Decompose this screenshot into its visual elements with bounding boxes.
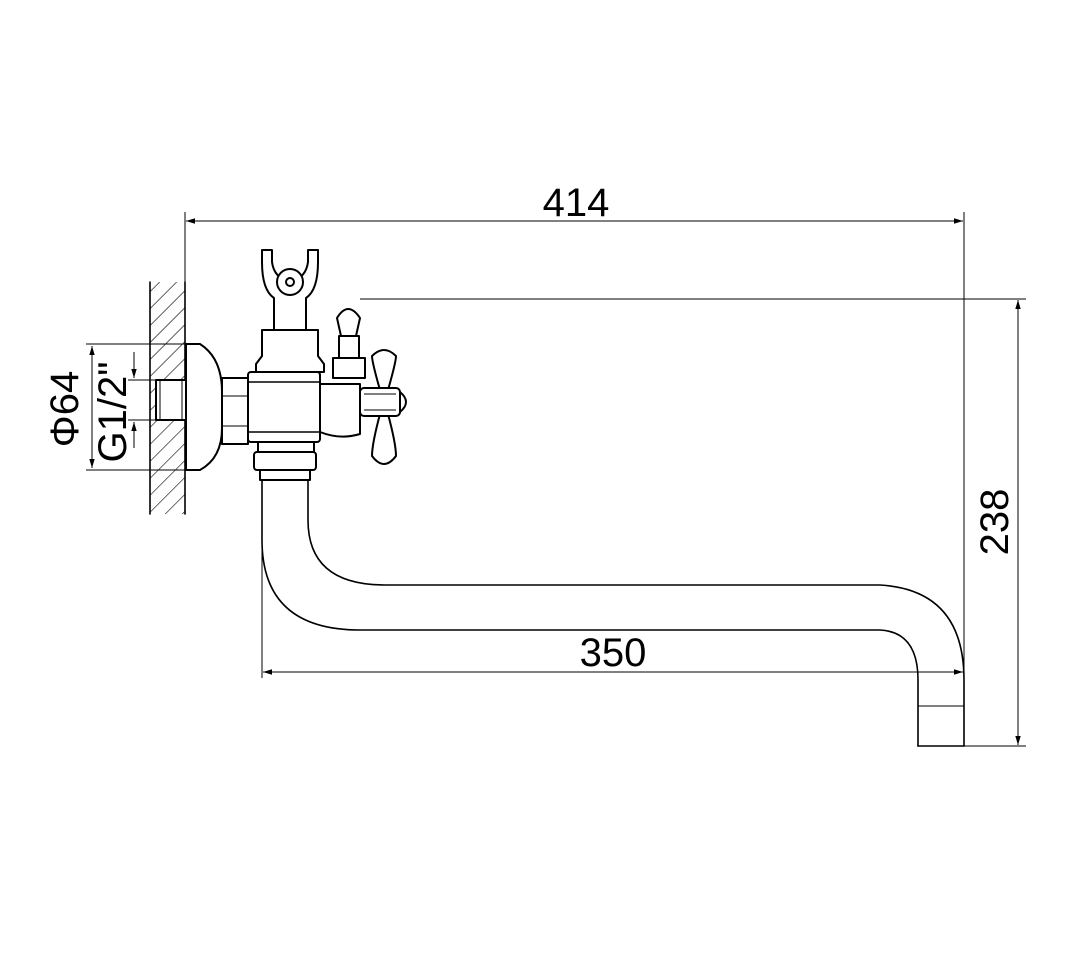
spout-union-nut: [253, 441, 317, 481]
dimension-overall-length: 414: [184, 181, 965, 746]
hose-holder: [255, 249, 325, 373]
spout: [261, 479, 965, 747]
overall-height-label: 238: [973, 489, 1017, 556]
lever-handle: [332, 308, 366, 379]
cross-handle: [319, 349, 407, 465]
inlet-hex-nut: [221, 377, 249, 445]
thread-size-label: G1/2": [91, 362, 135, 463]
wall-flange: [155, 343, 223, 471]
dimension-overall-height: 238: [360, 298, 1026, 747]
overall-length-label: 414: [543, 181, 610, 225]
dimension-thread-size: G1/2": [91, 352, 158, 462]
dimension-spout-reach: 350: [261, 540, 963, 678]
valve-body: [247, 371, 321, 443]
spout-reach-label: 350: [580, 631, 647, 675]
dimension-flange-diameter: Φ64: [43, 343, 200, 471]
flange-diameter-label: Φ64: [43, 371, 87, 447]
